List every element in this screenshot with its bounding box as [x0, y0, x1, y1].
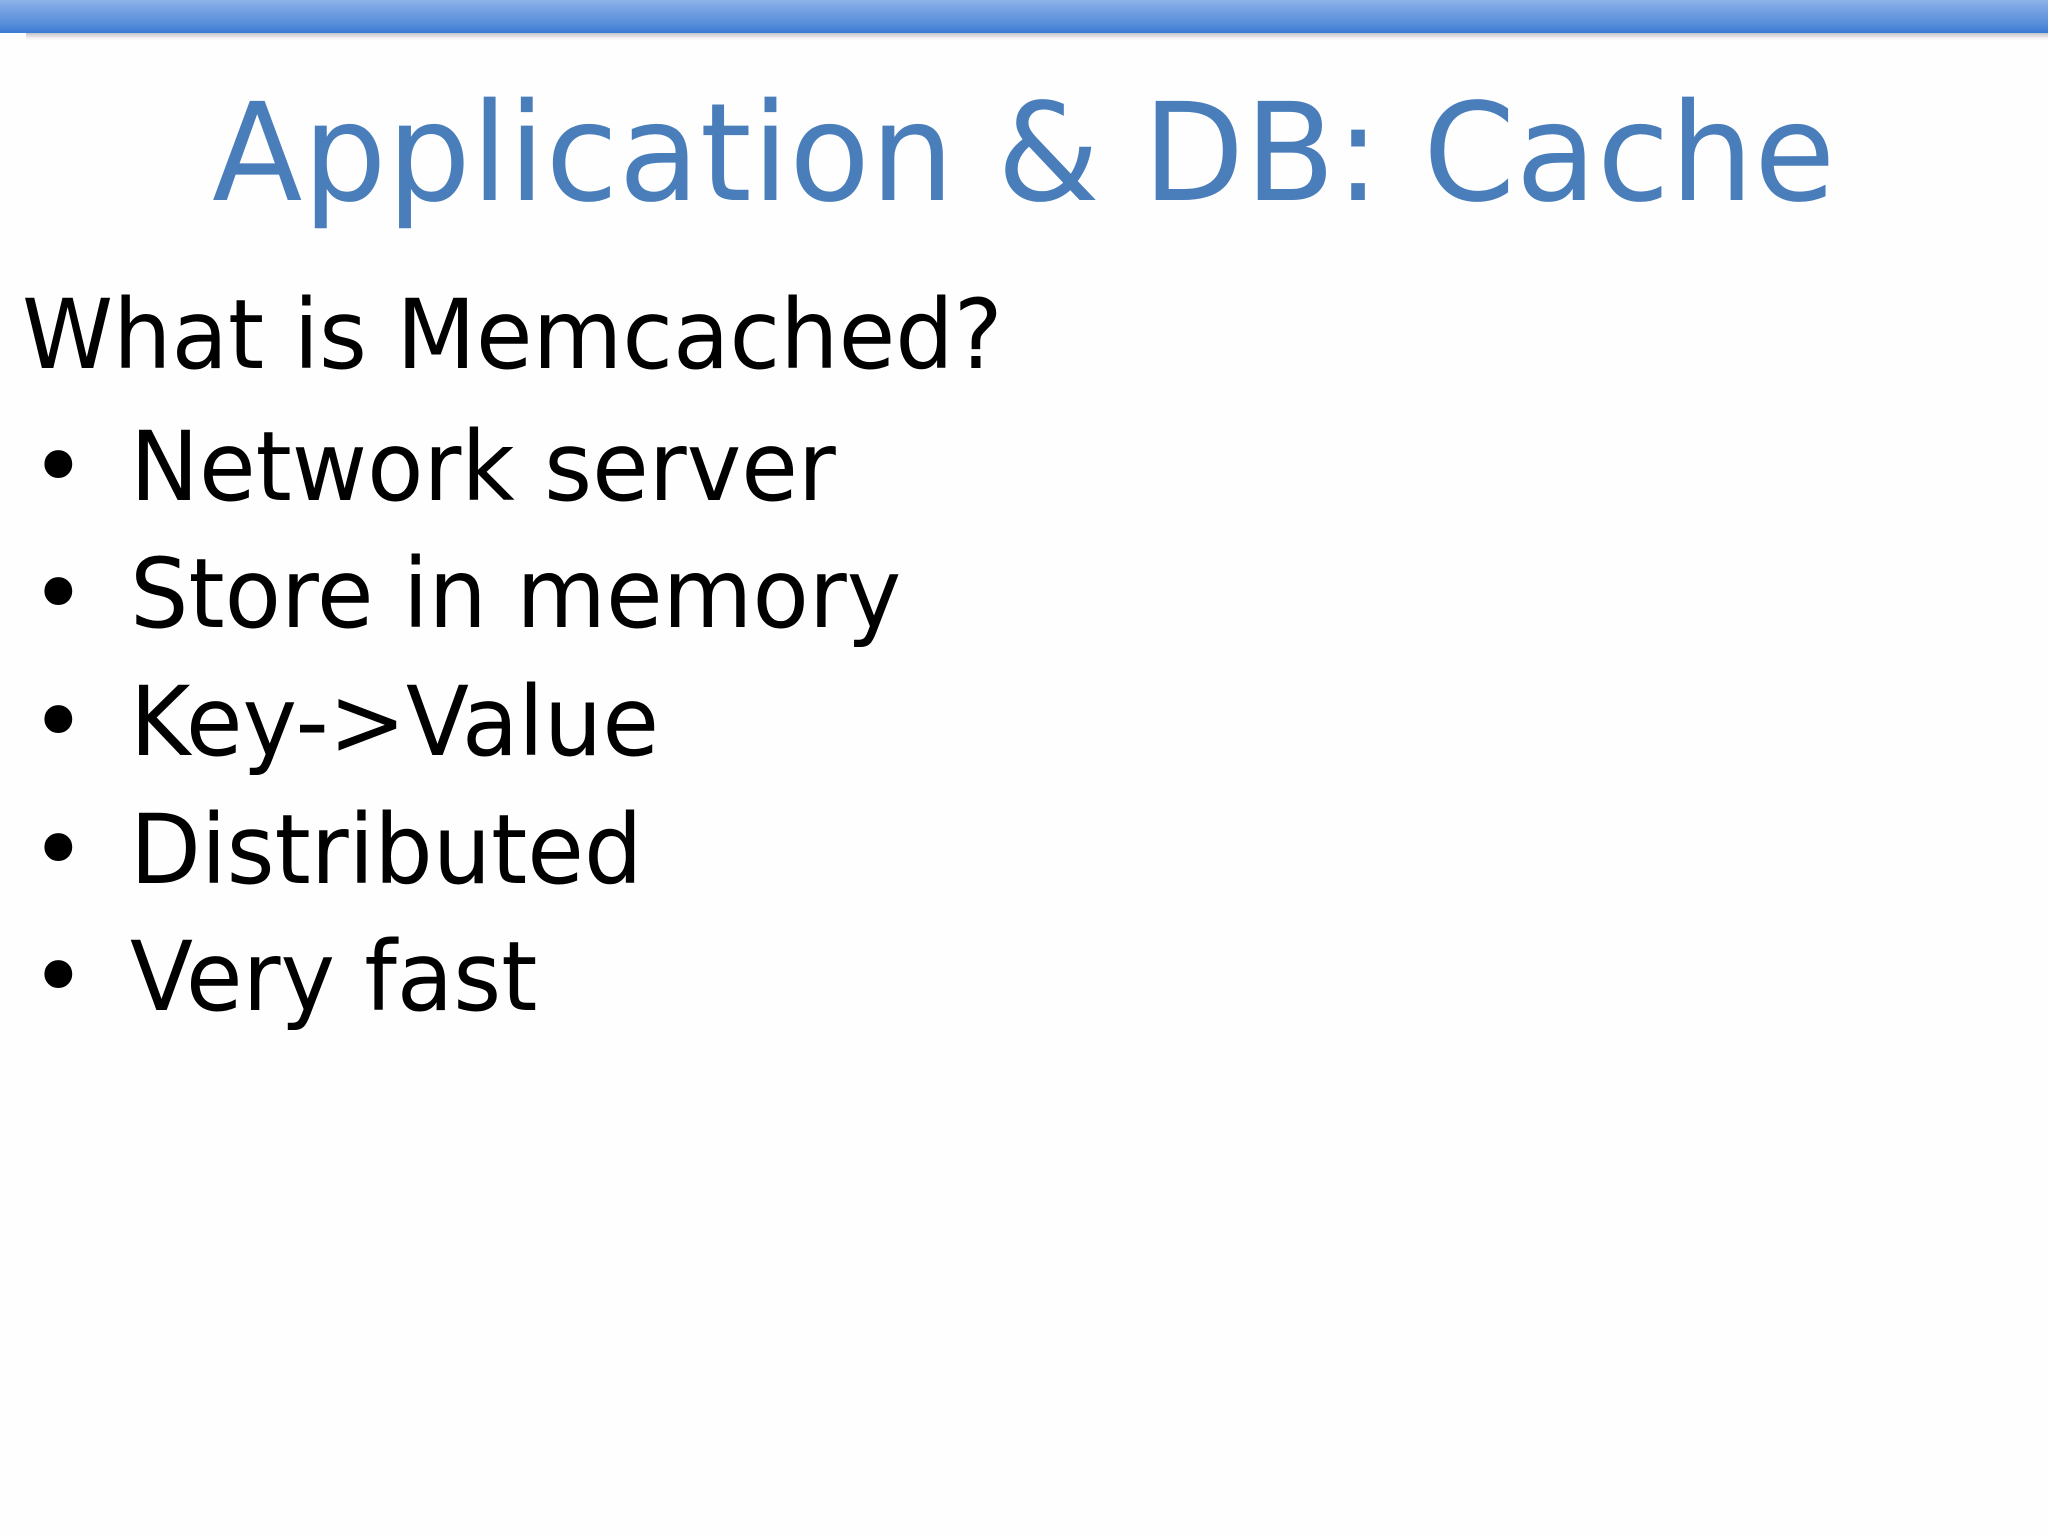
title-block: Application & DB: Cache	[0, 75, 2048, 233]
bullet-dot-icon: •	[30, 921, 87, 1034]
list-item: • Key->Value	[22, 659, 1960, 787]
list-item: • Very fast	[22, 914, 1960, 1042]
page-title: Application & DB: Cache	[212, 75, 1836, 233]
bullet-dot-icon: •	[30, 793, 87, 906]
list-item-label: Key->Value	[130, 666, 660, 779]
body-content: What is Memcached? • Network server • St…	[0, 272, 1960, 1042]
top-band-shadow	[26, 33, 2048, 37]
list-item-label: Store in memory	[130, 538, 902, 651]
bullet-list: • Network server • Store in memory • Key…	[22, 404, 1960, 1042]
list-item: • Store in memory	[22, 531, 1960, 659]
list-item-label: Network server	[130, 410, 836, 523]
bullet-dot-icon: •	[30, 666, 87, 779]
bullet-dot-icon: •	[30, 538, 87, 651]
lead-question: What is Memcached?	[22, 279, 1003, 391]
list-item: • Distributed	[22, 787, 1960, 915]
list-item-label: Distributed	[130, 793, 643, 906]
decorative-top-band	[0, 0, 2048, 33]
bullet-dot-icon: •	[30, 410, 87, 523]
top-band-shadow-fade	[26, 37, 2048, 40]
list-item-label: Very fast	[130, 921, 538, 1034]
list-item: • Network server	[22, 404, 1960, 532]
